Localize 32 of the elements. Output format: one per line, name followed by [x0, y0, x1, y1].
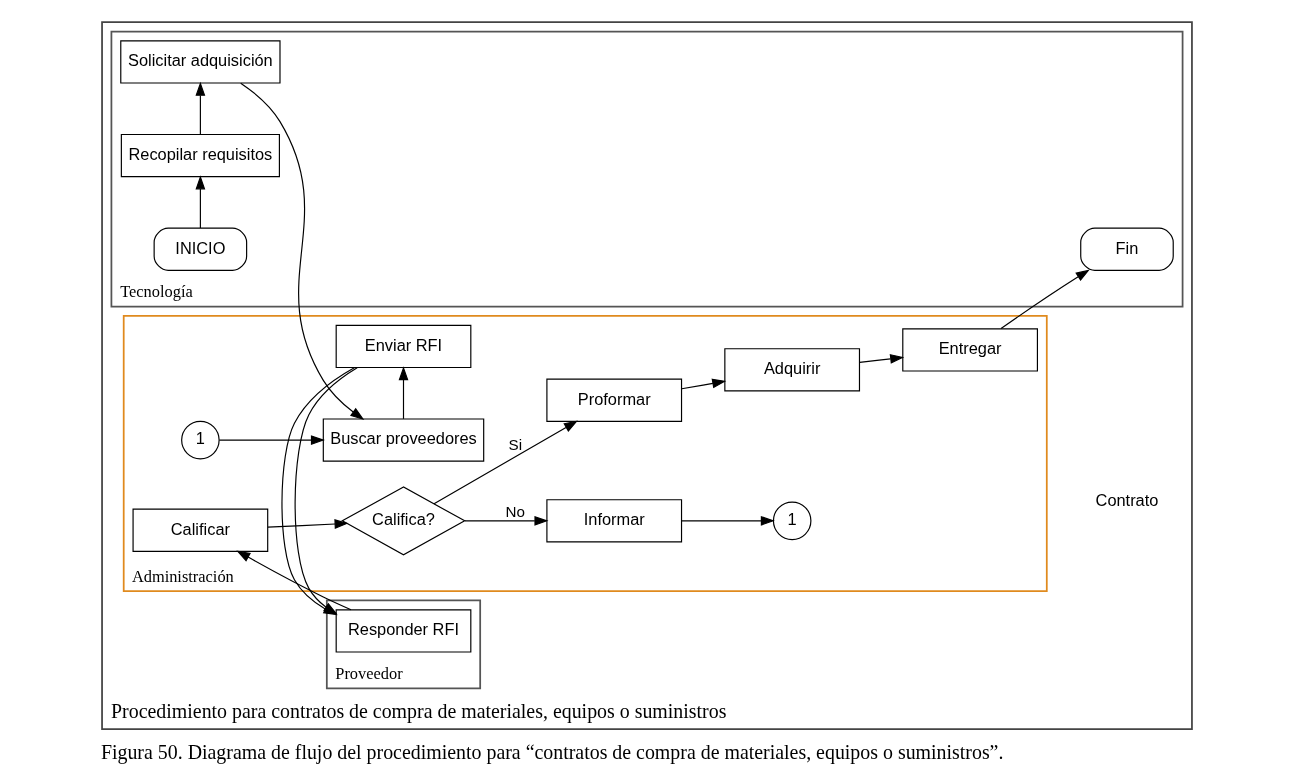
node-box: Proformar [545, 378, 682, 422]
node-box: Responder RFI [335, 609, 471, 653]
node-box: INICIO [153, 227, 247, 271]
arrow [858, 353, 904, 364]
arrow [194, 81, 205, 135]
arrow [266, 519, 349, 529]
node-box: Informar [545, 499, 682, 543]
label: Contrato [1095, 491, 1158, 510]
arrow [680, 515, 775, 526]
arrow [463, 515, 548, 526]
arrow [235, 550, 352, 611]
edge-label: Si [508, 435, 522, 453]
node-box: Adquirir [723, 348, 860, 392]
arrow [999, 269, 1090, 330]
node-box: Enviar RFI [335, 324, 471, 369]
node-circle: 1 [180, 420, 220, 460]
arrow [433, 420, 578, 505]
node-box: Calificar [132, 508, 268, 552]
arrow [680, 378, 726, 390]
node-circle: 1 [772, 501, 811, 541]
node-box: Entregar [901, 328, 1038, 372]
arrow [194, 175, 205, 229]
arrow [239, 82, 364, 420]
arrow [218, 435, 325, 445]
edge-label: No [505, 502, 525, 520]
node-box: Solicitar adquisición [119, 40, 281, 84]
node-diamond: Califica? [340, 486, 466, 556]
arrow [398, 366, 408, 420]
caption: Figura 50. Diagrama de flujo del procedimiento para “contratos de compra de materiales, equipos o suministros”. [100, 741, 1003, 764]
node-box: Fin [1079, 227, 1174, 271]
node-box: Buscar proveedores [322, 418, 484, 462]
node-box: Recopilar requisitos [120, 133, 280, 178]
